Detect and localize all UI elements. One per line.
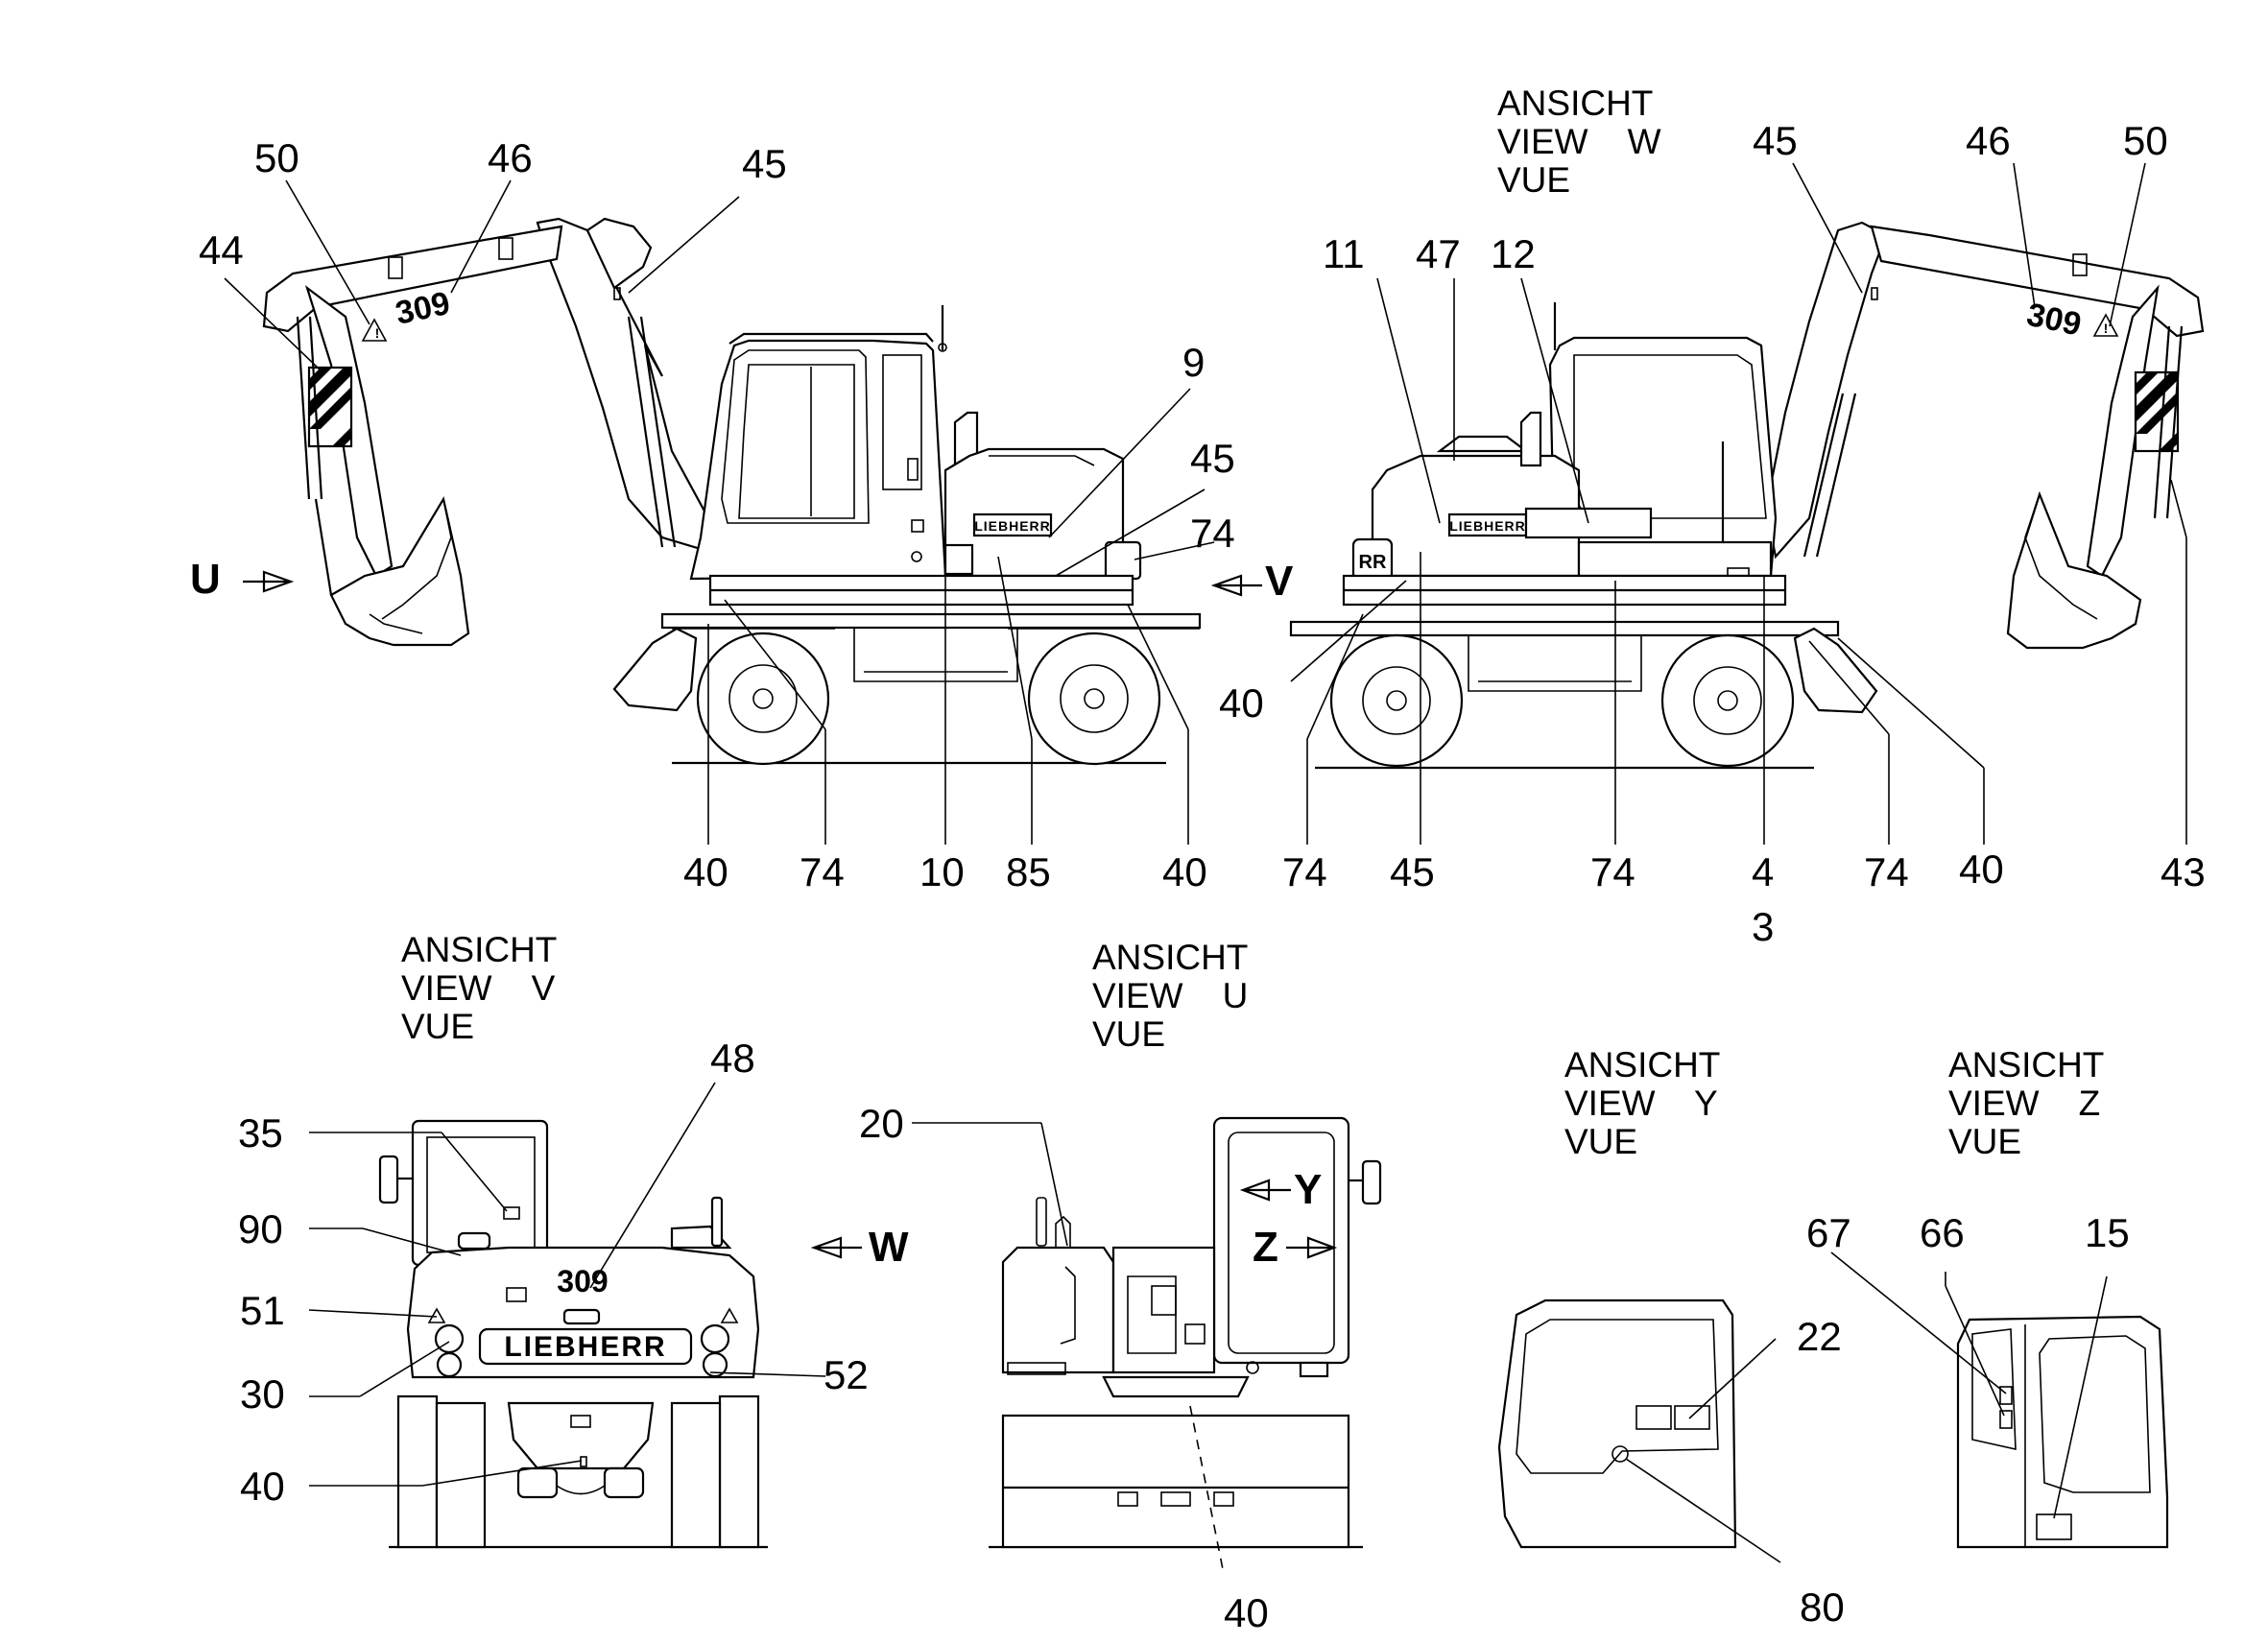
callout-40-view-u: 40 xyxy=(1224,1590,1269,1635)
direction-mark-z: Z xyxy=(1253,1224,1278,1271)
callout-40a-left-bottom: 40 xyxy=(683,849,728,894)
callout-50-right: 50 xyxy=(2123,118,2168,163)
callout-22-view-y: 22 xyxy=(1797,1314,1842,1359)
view-v-brand: LIEBHERR xyxy=(504,1331,666,1363)
view-z-caption: ANSICHT VIEW Z VUE xyxy=(1948,1046,2104,1161)
view-v-line1: ANSICHT xyxy=(401,930,558,969)
view-v-line2: VIEW V xyxy=(401,968,556,1008)
view-y-line1: ANSICHT xyxy=(1564,1045,1721,1084)
callout-66-view-z: 66 xyxy=(1920,1210,1965,1255)
callout-44-left: 44 xyxy=(199,227,244,273)
callout-40-right-bottom: 40 xyxy=(1959,846,2004,892)
callout-80-view-y: 80 xyxy=(1800,1584,1845,1630)
view-z-drawing xyxy=(1830,1251,2169,1549)
callout-3-right-bottom: 3 xyxy=(1752,904,1775,949)
callout-67-view-z: 67 xyxy=(1806,1210,1851,1255)
view-v-caption: ANSICHT VIEW V VUE xyxy=(401,931,557,1046)
direction-mark-u: U xyxy=(190,556,221,603)
callout-40-right: 40 xyxy=(1219,680,1264,726)
callout-45b-left: 45 xyxy=(1190,436,1235,481)
svg-text:309: 309 xyxy=(2023,297,2084,344)
view-y-drawing xyxy=(1497,1299,1781,1563)
right-view-brand-short: RR xyxy=(1359,552,1387,573)
direction-mark-y: Y xyxy=(1294,1166,1323,1213)
callout-48-view-v: 48 xyxy=(710,1036,755,1081)
callout-15-view-z: 15 xyxy=(2085,1210,2130,1255)
direction-mark-w: W xyxy=(869,1224,909,1271)
svg-text:!: ! xyxy=(375,325,380,341)
direction-mark-v: V xyxy=(1265,558,1294,605)
callout-45-left: 45 xyxy=(742,141,787,186)
view-v-model: 309 xyxy=(557,1264,608,1299)
callout-9-left: 9 xyxy=(1182,340,1206,385)
callout-43-right-bottom: 43 xyxy=(2161,849,2206,894)
callout-40-view-v: 40 xyxy=(240,1464,285,1509)
svg-text:LIEBHERR: LIEBHERR xyxy=(974,518,1051,534)
callout-74c-right-bottom: 74 xyxy=(1864,849,1909,894)
view-y-line3: VUE xyxy=(1564,1122,1638,1161)
left-side-view: 309 ! LIEBHERR xyxy=(224,179,1262,845)
callout-45-right-bottom: 45 xyxy=(1390,849,1435,894)
callout-4-right-bottom: 4 xyxy=(1752,849,1775,894)
view-v-drawing: 309 LIEBHERR xyxy=(308,1082,862,1549)
view-w-line2: VIEW W xyxy=(1497,122,1661,161)
view-u-line2: VIEW U xyxy=(1092,976,1249,1015)
callout-46-left: 46 xyxy=(488,135,533,180)
svg-text:309: 309 xyxy=(393,285,453,332)
callout-90-view-v: 90 xyxy=(238,1206,283,1251)
callout-74-left: 74 xyxy=(1190,511,1235,556)
view-u-drawing xyxy=(912,1116,1382,1575)
callout-85-left-bottom: 85 xyxy=(1006,849,1051,894)
callout-45-right: 45 xyxy=(1753,118,1798,163)
svg-text:LIEBHERR: LIEBHERR xyxy=(1449,518,1526,534)
callout-12-right: 12 xyxy=(1491,231,1536,276)
callout-74-left-bottom: 74 xyxy=(800,849,845,894)
view-w-line3: VUE xyxy=(1497,160,1571,200)
right-side-view: 309 ! LIEBHERR RR xyxy=(1289,162,2205,845)
view-u-line1: ANSICHT xyxy=(1092,938,1249,977)
callout-50-left: 50 xyxy=(254,135,299,180)
view-y-line2: VIEW Y xyxy=(1564,1084,1718,1123)
view-u-line3: VUE xyxy=(1092,1014,1166,1054)
view-y-caption: ANSICHT VIEW Y VUE xyxy=(1564,1046,1720,1161)
callout-46-right: 46 xyxy=(1966,118,2011,163)
view-z-line3: VUE xyxy=(1948,1122,2022,1161)
callout-20-view-u: 20 xyxy=(859,1101,904,1146)
callout-52-view-v: 52 xyxy=(824,1352,869,1397)
callout-30-view-v: 30 xyxy=(240,1371,285,1417)
callout-40b-left-bottom: 40 xyxy=(1162,849,1207,894)
callout-11-right: 11 xyxy=(1323,231,1365,276)
callout-10-left-bottom: 10 xyxy=(919,849,965,894)
view-w-caption: ANSICHT VIEW W VUE xyxy=(1497,84,1661,200)
view-v-line3: VUE xyxy=(401,1007,475,1046)
svg-text:!: ! xyxy=(2104,321,2109,336)
callout-74a-right-bottom: 74 xyxy=(1282,849,1327,894)
view-u-caption: ANSICHT VIEW U VUE xyxy=(1092,939,1248,1054)
callout-74b-right-bottom: 74 xyxy=(1590,849,1635,894)
callout-51-view-v: 51 xyxy=(240,1288,285,1333)
view-z-line1: ANSICHT xyxy=(1948,1045,2105,1084)
callout-35-view-v: 35 xyxy=(238,1110,283,1156)
view-w-line1: ANSICHT xyxy=(1497,83,1654,123)
view-z-line2: VIEW Z xyxy=(1948,1084,2101,1123)
callout-47-right: 47 xyxy=(1416,231,1461,276)
